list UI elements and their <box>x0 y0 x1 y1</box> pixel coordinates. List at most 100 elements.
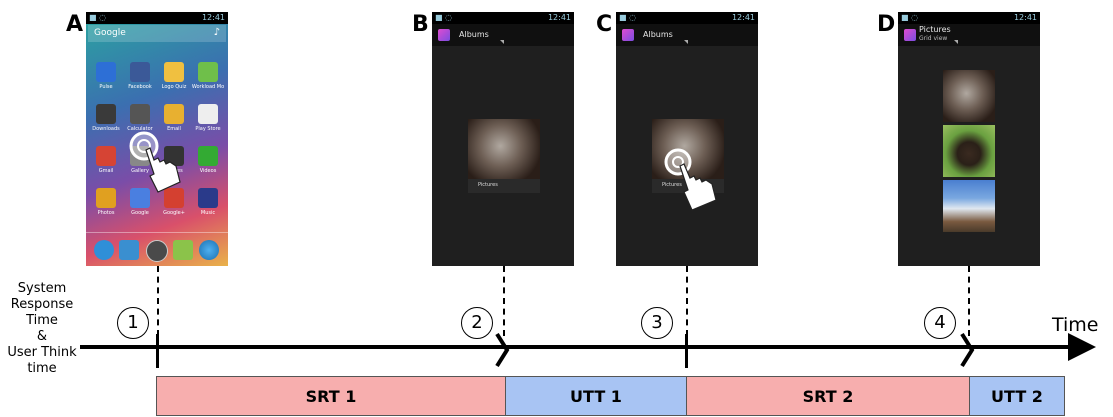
time-axis <box>80 345 1078 349</box>
app-icon[interactable] <box>130 188 150 208</box>
action-bar-subtitle: Grid view <box>919 35 948 42</box>
album-card[interactable]: Pictures <box>468 119 540 193</box>
app-icon[interactable] <box>96 188 116 208</box>
side-label-line: Response <box>10 297 74 312</box>
messaging-icon[interactable] <box>173 240 193 260</box>
app-label: Music <box>200 210 216 216</box>
action-bar-title[interactable]: Albums <box>643 30 673 39</box>
side-label-line: System <box>17 281 67 296</box>
app-label: Videos <box>199 168 217 174</box>
app-label: Pulse <box>99 84 113 90</box>
gallery-app-icon[interactable] <box>622 29 634 41</box>
action-bar-title[interactable]: Albums <box>459 30 489 39</box>
phone-screen-b: ■ ◌12:41 Albums Pictures <box>432 12 574 266</box>
microphone-icon[interactable]: ♪ <box>213 27 220 38</box>
photo-thumbnail[interactable] <box>943 70 995 122</box>
side-label-line: User Think <box>7 345 77 360</box>
app-label: Google <box>131 210 149 216</box>
app-label: Facebook <box>128 84 152 90</box>
app-icon[interactable] <box>198 188 218 208</box>
gallery-app-icon[interactable] <box>904 29 916 41</box>
album-caption: Pictures <box>478 182 498 188</box>
app-label: Gallery <box>131 168 149 174</box>
app-icon[interactable] <box>130 62 150 82</box>
time-axis-arrowhead <box>1068 333 1096 361</box>
action-bar: Albums <box>616 24 758 46</box>
tap-hand-icon <box>129 131 181 193</box>
dropdown-caret-icon[interactable] <box>954 40 958 44</box>
app-label: Downloads <box>92 126 120 132</box>
event-chevron <box>495 332 510 368</box>
side-label: System Response Time & User Think time <box>2 281 82 377</box>
browser-icon[interactable] <box>199 240 219 260</box>
phone-dialer-icon[interactable] <box>94 240 114 260</box>
app-icon[interactable] <box>164 188 184 208</box>
tap-hand-icon <box>664 148 717 211</box>
event-tick <box>685 334 688 368</box>
event-tick <box>156 334 159 368</box>
status-bar: ■ ◌12:41 <box>86 12 228 24</box>
status-bar: ■ ◌12:41 <box>432 12 574 24</box>
app-label: Google+ <box>163 210 185 216</box>
event-marker-2: 2 <box>461 307 493 339</box>
srt-segment-2: SRT 2 <box>686 376 970 416</box>
event-connector <box>686 266 688 336</box>
panel-letter-c: C <box>596 12 613 37</box>
all-apps-icon[interactable] <box>146 240 168 262</box>
event-connector <box>157 266 159 336</box>
phone-screen-c: ■ ◌12:41 Albums Pictures <box>616 12 758 266</box>
album-thumbnail <box>468 119 540 179</box>
app-label: Play Store <box>195 126 221 132</box>
panel-letter-a: A <box>66 12 84 37</box>
app-label: Gmail <box>98 168 114 174</box>
app-icon[interactable] <box>198 62 218 82</box>
app-icon[interactable] <box>96 146 116 166</box>
time-axis-label: Time <box>1052 314 1099 336</box>
side-label-line: Time <box>26 313 58 328</box>
event-marker-1: 1 <box>117 307 149 339</box>
google-search-bar[interactable]: Google ♪ <box>88 25 226 42</box>
status-bar: ■ ◌12:41 <box>616 12 758 24</box>
dock-divider <box>86 232 228 233</box>
phone-screen-d: ■ ◌12:41 Pictures Grid view <box>898 12 1040 266</box>
srt-segment-1: SRT 1 <box>156 376 506 416</box>
app-icon[interactable] <box>198 146 218 166</box>
app-icon[interactable] <box>96 62 116 82</box>
utt-segment-2: UTT 2 <box>969 376 1065 416</box>
gallery-app-icon[interactable] <box>438 29 450 41</box>
event-marker-4: 4 <box>924 307 956 339</box>
phone-screen-a: ■ ◌12:41 Google ♪ Pulse Facebook Logo Quiz… <box>86 12 228 266</box>
app-icon[interactable] <box>198 104 218 124</box>
app-label: Workload Mo <box>191 84 225 90</box>
app-label: Email <box>167 126 181 132</box>
album-caption: Pictures <box>662 182 682 188</box>
event-connector <box>503 266 505 336</box>
event-chevron <box>960 332 975 368</box>
google-search-label: Google <box>94 28 126 38</box>
side-label-line: & <box>36 329 48 344</box>
panel-letter-b: B <box>412 12 429 37</box>
app-label: Photos <box>97 210 115 216</box>
app-icon[interactable] <box>164 104 184 124</box>
app-icon[interactable] <box>130 104 150 124</box>
panel-letter-d: D <box>877 12 896 37</box>
utt-segment-1: UTT 1 <box>505 376 687 416</box>
app-label: Logo Quiz <box>161 84 187 90</box>
action-bar-title[interactable]: Pictures <box>919 25 951 34</box>
action-bar: Albums <box>432 24 574 46</box>
status-bar: ■ ◌12:41 <box>898 12 1040 24</box>
app-icon[interactable] <box>164 62 184 82</box>
side-label-line: time <box>27 361 57 376</box>
contacts-icon[interactable] <box>119 240 139 260</box>
app-label: Calculator <box>127 126 153 132</box>
event-marker-3: 3 <box>641 307 673 339</box>
app-icon[interactable] <box>164 146 184 166</box>
event-connector <box>968 266 970 336</box>
dropdown-caret-icon[interactable] <box>500 40 504 44</box>
photo-thumbnail[interactable] <box>943 180 995 232</box>
dropdown-caret-icon[interactable] <box>684 40 688 44</box>
app-icon[interactable] <box>96 104 116 124</box>
photo-thumbnail[interactable] <box>943 125 995 177</box>
album-card[interactable]: Pictures <box>652 119 724 193</box>
action-bar: Pictures Grid view <box>898 24 1040 46</box>
